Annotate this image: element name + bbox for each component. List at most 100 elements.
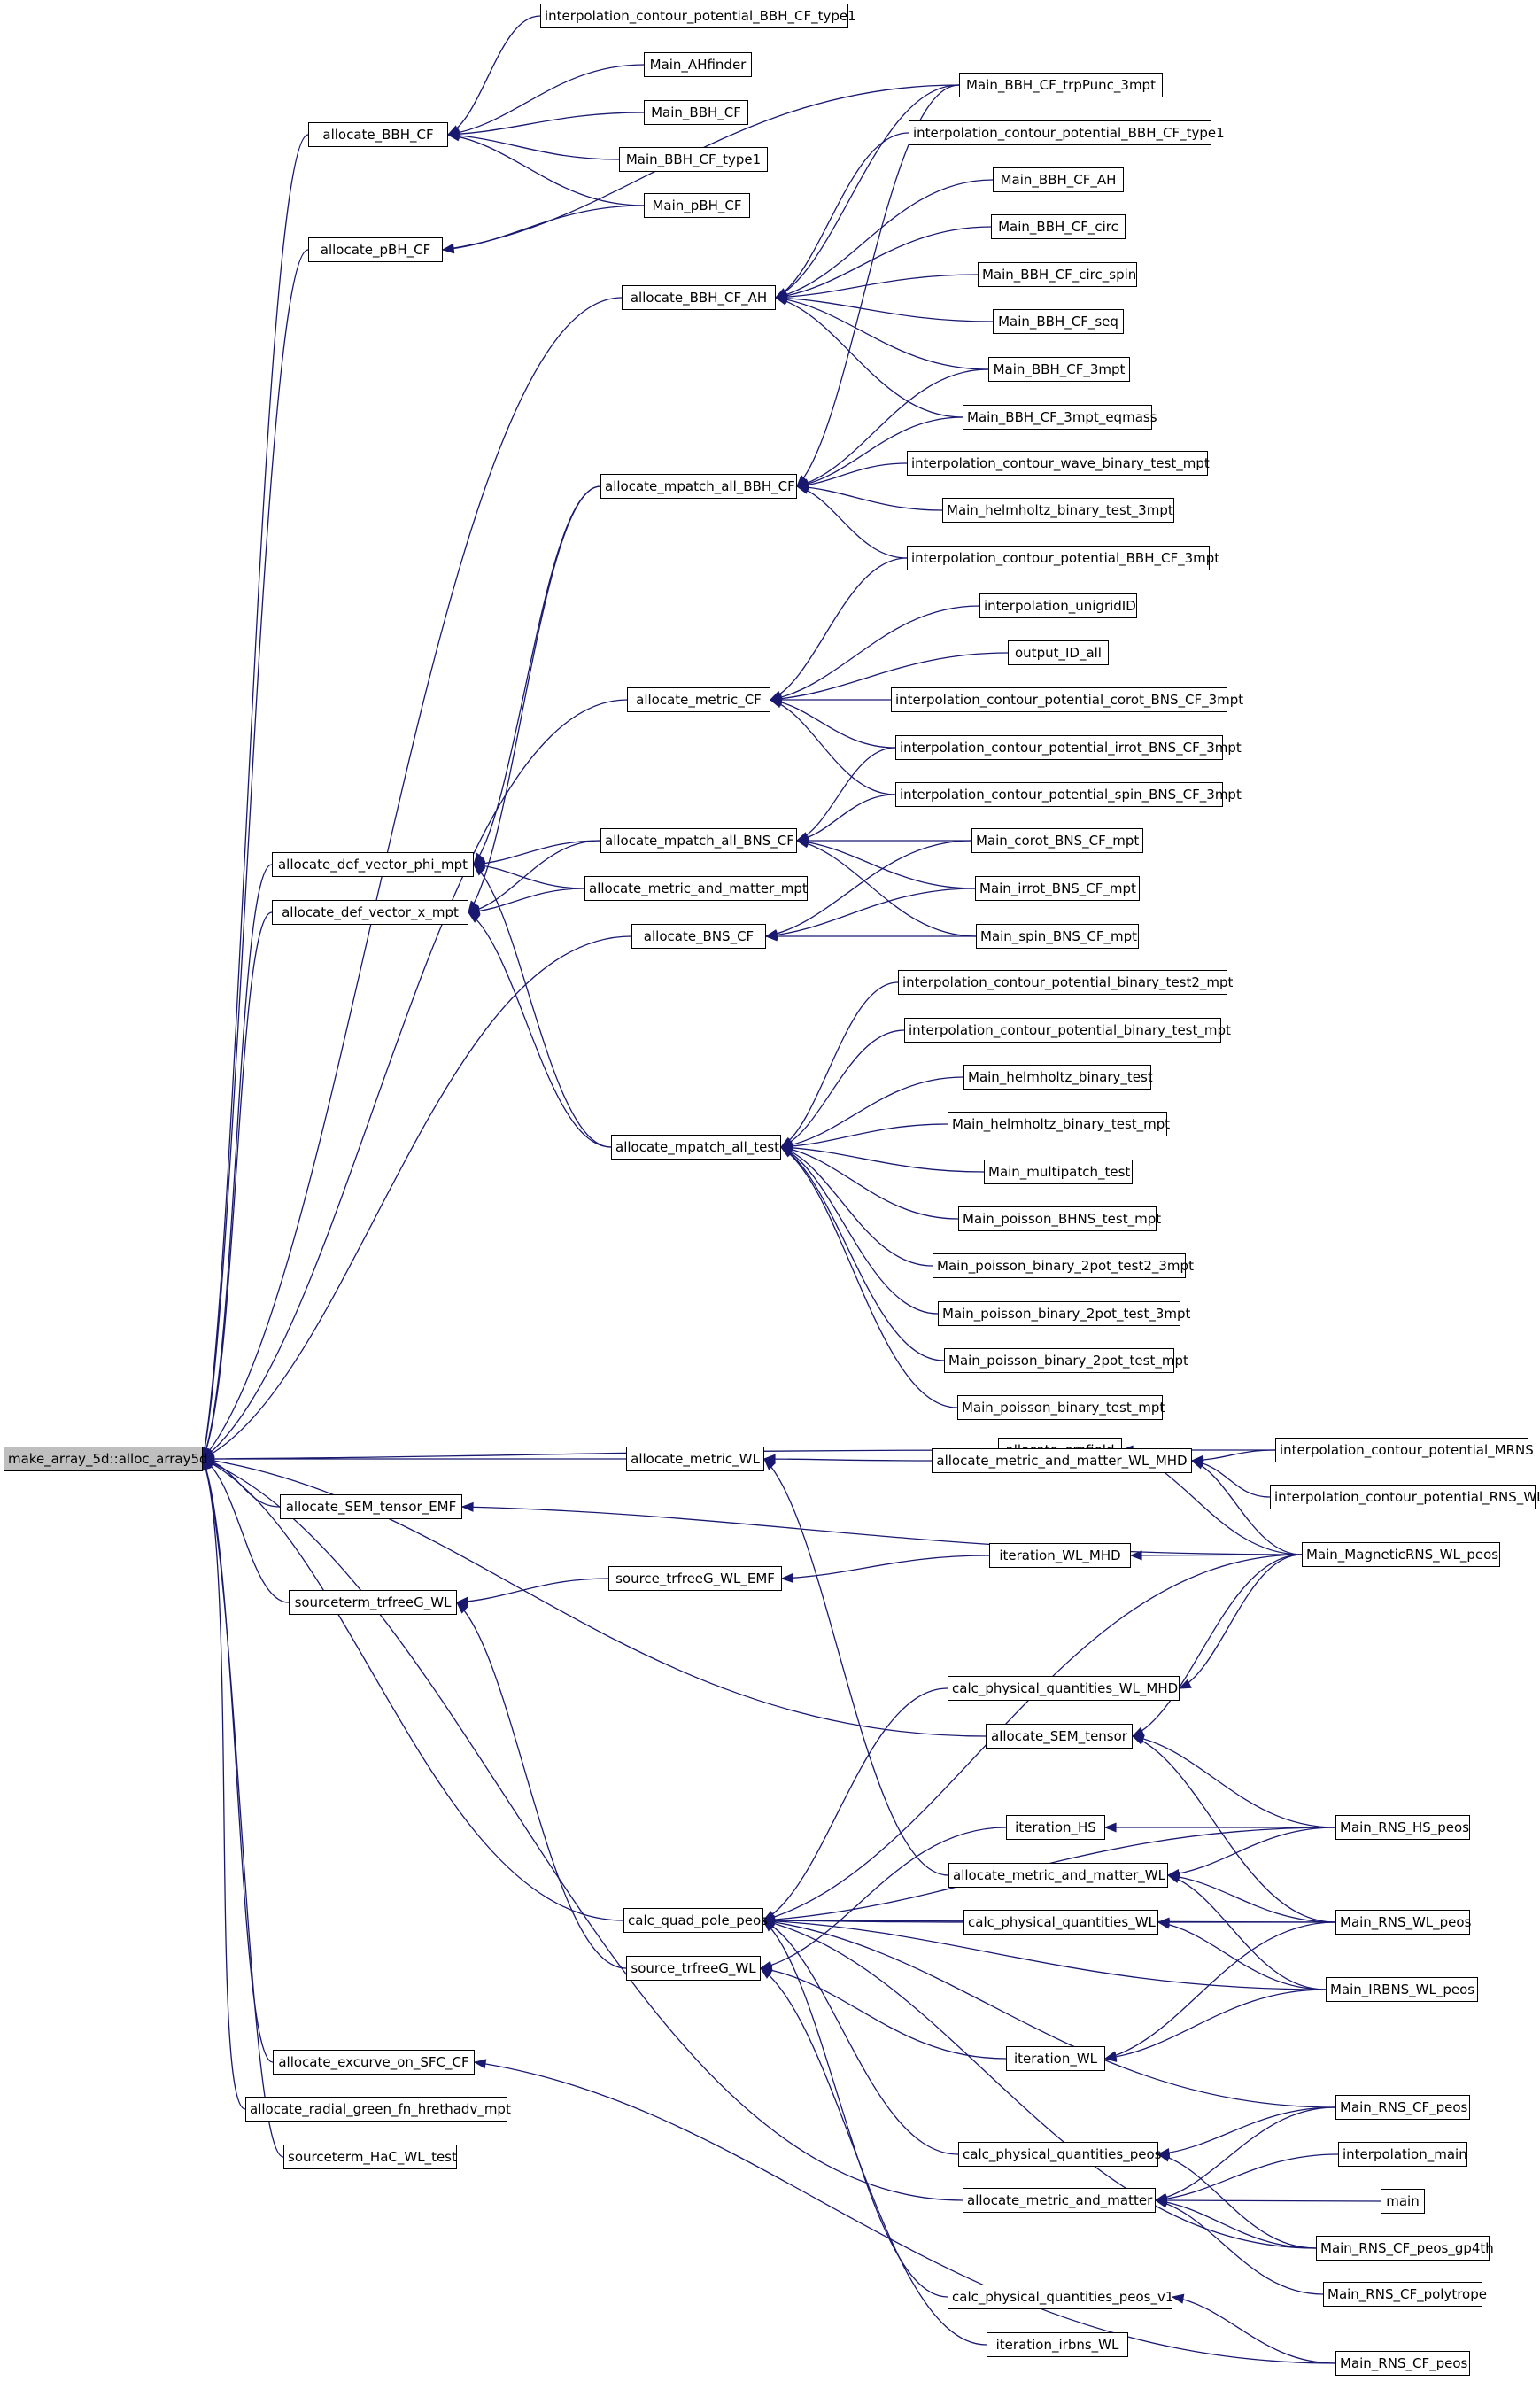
node-main-poisson-binary-2pot-test-3mpt[interactable]: Main_poisson_binary_2pot_test_3mpt [938,1301,1190,1326]
edge-arrowhead [780,1572,793,1583]
call-edge [780,1146,985,1173]
node-main-poisson-binary-2pot-test-mpt[interactable]: Main_poisson_binary_2pot_test_mpt [944,1348,1188,1373]
node-main-poisson-bhns-test-mpt[interactable]: Main_poisson_BHNS_test_mpt [958,1206,1161,1231]
node-allocate-mpatch-all-test[interactable]: allocate_mpatch_all_test [611,1135,781,1160]
call-edge [796,840,977,937]
node-main-irbns-wl-peos[interactable]: Main_IRBNS_WL_peos [1326,1977,1478,2002]
node-main-bbh-cf-ah[interactable]: Main_BBH_CF_AH [993,167,1124,192]
node-allocate-bns-cf[interactable]: allocate_BNS_CF [631,924,766,949]
node-make-array-5d-alloc-array5d[interactable]: make_array_5d::alloc_array5d [4,1447,208,1471]
node-calc-physical-quantities-wl-mhd[interactable]: calc_physical_quantities_WL_MHD [948,1676,1180,1701]
node-main-bbh-cf-seq[interactable]: Main_BBH_CF_seq [993,309,1124,334]
node-iteration-hs[interactable]: iteration_HS [1006,1815,1105,1840]
node-interpolation-unigridid[interactable]: interpolation_unigridID [979,593,1137,618]
call-edge [762,1687,948,1921]
node-main-bbh-cf-3mpt-eqmass[interactable]: Main_BBH_CF_3mpt_eqmass [963,405,1157,430]
node-main-pbh-cf[interactable]: Main_pBH_CF [644,193,750,218]
edge-arrowhead [473,2059,487,2069]
node-iteration-wl[interactable]: iteration_WL [1006,2046,1105,2071]
node-main-rns-cf-polytrope[interactable]: Main_RNS_CF_polytrope [1323,2282,1487,2307]
node-sourceterm-hac-wl-test[interactable]: sourceterm_HaC_WL_test [283,2145,457,2169]
node-main-helmholtz-binary-test[interactable]: Main_helmholtz_binary_test [963,1065,1153,1090]
node-allocate-mpatch-all-bns-cf[interactable]: allocate_mpatch_all_BNS_CF [600,828,797,853]
edge-arrowhead [446,131,460,142]
edge-arrowhead [1131,1735,1145,1745]
node-allocate-def-vector-phi-mpt[interactable]: allocate_def_vector_phi_mpt [272,852,474,877]
node-allocate-pbh-cf[interactable]: allocate_pBH_CF [308,237,443,262]
call-edge [456,1578,609,1603]
call-edge [1155,2199,1317,2249]
node-main-rns-cf-peos-b[interactable]: Main_RNS_CF_peos [1335,2351,1470,2376]
node-iteration-wl-mhd[interactable]: iteration_WL_MHD [989,1543,1131,1568]
node-allocate-metric-and-matter-wl[interactable]: allocate_metric_and_matter_WL [948,1863,1168,1888]
node-main-rns-cf-peos-gp4th[interactable]: Main_RNS_CF_peos_gp4th [1316,2236,1494,2261]
node-main-bbh-cf-trppunc-3mpt[interactable]: Main_BBH_CF_trpPunc_3mpt [959,73,1163,97]
node-main-bbh-cf[interactable]: Main_BBH_CF [644,100,748,125]
node-interpolation-contour-potential-binary-test2-mpt[interactable]: interpolation_contour_potential_binary_t… [898,970,1233,995]
call-edge [1155,2153,1339,2201]
node-main-irrot-bns-cf-mpt[interactable]: Main_irrot_BNS_CF_mpt [975,876,1140,901]
node-main-bbh-cf-circ-spin[interactable]: Main_BBH_CF_circ_spin [978,262,1137,287]
node-calc-physical-quantities-peos[interactable]: calc_physical_quantities_peos [958,2142,1161,2167]
node-main[interactable]: main [1381,2189,1425,2214]
node-source-trfreeg-wl-emf[interactable]: source_trfreeG_WL_EMF [608,1566,782,1591]
node-sourceterm-trfreeg-wl[interactable]: sourceterm_trfreeG_WL [289,1590,457,1615]
node-main-magneticrns-wl-peos[interactable]: Main_MagneticRNS_WL_peos [1302,1542,1500,1567]
node-main-rns-wl-peos[interactable]: Main_RNS_WL_peos [1335,1910,1471,1935]
node-interpolation-contour-potential-irrot-bns-cf-3mpt[interactable]: interpolation_contour_potential_irrot_BN… [895,735,1242,760]
call-edge [765,888,976,937]
node-interpolation-contour-potential-bbh-cf-3mpt[interactable]: interpolation_contour_potential_BBH_CF_3… [907,546,1219,570]
node-allocate-metric-cf[interactable]: allocate_metric_CF [627,687,770,712]
node-main-bbh-cf-circ[interactable]: Main_BBH_CF_circ [991,214,1126,239]
node-main-bbh-cf-type1[interactable]: Main_BBH_CF_type1 [619,147,768,172]
node-interpolation-main[interactable]: interpolation_main [1338,2142,1467,2167]
node-allocate-excurve-on-sfc-cf[interactable]: allocate_excurve_on_SFC_CF [273,2050,475,2075]
node-interpolation-contour-potential-corot-bns-cf-3mpt[interactable]: interpolation_contour_potential_corot_BN… [891,687,1243,712]
node-iteration-irbns-wl[interactable]: iteration_irbns_WL [987,2332,1128,2357]
edge-arrowhead [762,1920,776,1932]
node-source-trfreeg-wl[interactable]: source_trfreeG_WL [626,1956,761,1981]
node-calc-quad-pole-peos[interactable]: calc_quad_pole_peos [623,1908,768,1933]
node-main-corot-bns-cf-mpt[interactable]: Main_corot_BNS_CF_mpt [971,828,1143,853]
edge-arrowhead [1103,2052,1118,2062]
node-interpolation-contour-potential-spin-bns-cf-3mpt[interactable]: interpolation_contour_potential_spin_BNS… [895,782,1242,807]
node-allocate-radial-green-fn-hrethadv-mpt[interactable]: allocate_radial_green_fn_hrethadv_mpt [245,2097,511,2122]
call-edge [461,1506,1303,1555]
node-output-id-all[interactable]: output_ID_all [1008,640,1109,665]
node-interpolation-contour-wave-binary-test-mpt[interactable]: interpolation_contour_wave_binary_test_m… [907,451,1210,476]
node-main-helmholtz-binary-test-mpt[interactable]: Main_helmholtz_binary_test_mpt [948,1112,1170,1136]
node-main-bbh-cf-3mpt[interactable]: Main_BBH_CF_3mpt [988,357,1130,382]
node-interpolation-contour-potential-bbh-cf-type1-b[interactable]: interpolation_contour_potential_BBH_CF_t… [909,120,1225,145]
node-calc-physical-quantities-wl[interactable]: calc_physical_quantities_WL [963,1910,1158,1935]
node-allocate-metric-and-matter-wl-mhd[interactable]: allocate_metric_and_matter_WL_MHD [932,1448,1192,1473]
node-interpolation-contour-potential-bbh-cf-type1-a[interactable]: interpolation_contour_potential_BBH_CF_t… [540,4,856,28]
node-main-poisson-binary-test-mpt[interactable]: Main_poisson_binary_test_mpt [957,1395,1165,1420]
node-main-helmholtz-binary-test-3mpt[interactable]: Main_helmholtz_binary_test_3mpt [942,498,1174,523]
node-main-poisson-binary-2pot-test2-3mpt[interactable]: Main_poisson_binary_2pot_test2_3mpt [933,1253,1194,1278]
node-interpolation-contour-potential-rns-wl[interactable]: interpolation_contour_potential_RNS_WL [1270,1485,1540,1509]
node-allocate-metric-and-matter-mpt[interactable]: allocate_metric_and_matter_mpt [584,876,808,901]
node-allocate-metric-and-matter[interactable]: allocate_metric_and_matter [963,2188,1156,2213]
call-edge [468,485,601,913]
call-edge [765,840,972,937]
node-main-multipatch-test[interactable]: Main_multipatch_test [984,1160,1133,1184]
call-edge [770,557,908,701]
node-allocate-metric-wl[interactable]: allocate_metric_WL [626,1447,764,1471]
node-main-spin-bns-cf-mpt[interactable]: Main_spin_BNS_CF_mpt [976,924,1139,949]
node-allocate-sem-tensor[interactable]: allocate_SEM_tensor [986,1724,1133,1749]
node-interpolation-contour-potential-binary-test-mpt[interactable]: interpolation_contour_potential_binary_t… [904,1018,1231,1043]
call-edge [775,179,994,299]
edge-arrowhead [795,838,809,849]
node-main-rns-hs-peos[interactable]: Main_RNS_HS_peos [1335,1815,1470,1840]
node-main-ahfinder[interactable]: Main_AHfinder [644,52,752,77]
call-edge [775,84,960,299]
node-calc-physical-quantities-peos-v1[interactable]: calc_physical_quantities_peos_v1 [948,2285,1173,2309]
node-allocate-bbh-cf-ah[interactable]: allocate_BBH_CF_AH [622,285,776,310]
call-edge [762,1920,1327,1990]
node-interpolation-contour-potential-mrns[interactable]: interpolation_contour_potential_MRNS [1275,1438,1534,1462]
node-allocate-sem-tensor-emf[interactable]: allocate_SEM_tensor_EMF [280,1494,462,1519]
node-main-rns-cf-peos-a[interactable]: Main_RNS_CF_peos [1335,2095,1470,2120]
node-allocate-def-vector-x-mpt[interactable]: allocate_def_vector_x_mpt [272,900,468,925]
node-allocate-mpatch-all-bbh-cf[interactable]: allocate_mpatch_all_BBH_CF [600,474,797,499]
node-allocate-bbh-cf[interactable]: allocate_BBH_CF [308,122,448,147]
